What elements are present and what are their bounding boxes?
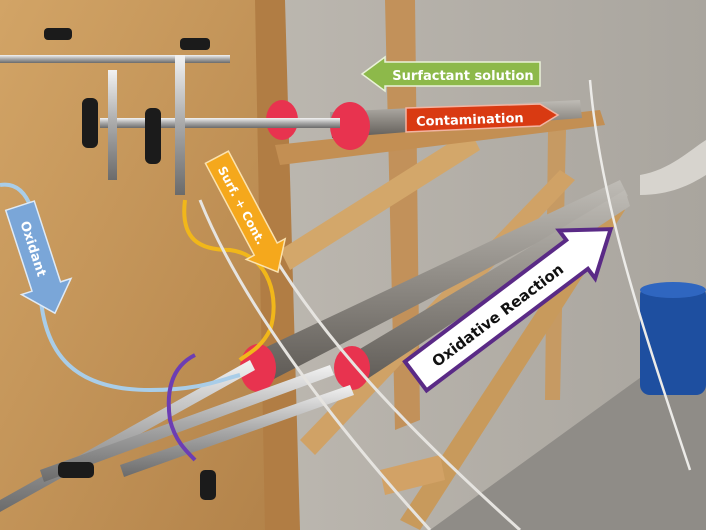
purple-tubing bbox=[166, 353, 197, 462]
wooden-brace bbox=[280, 130, 480, 270]
clear-tubing bbox=[588, 79, 692, 471]
blue-drum bbox=[640, 285, 706, 395]
drum-lid bbox=[640, 282, 706, 298]
lower-column bbox=[350, 190, 630, 385]
steel-pipe bbox=[120, 385, 354, 477]
middle-column bbox=[260, 180, 628, 380]
yellow-tubing bbox=[182, 199, 276, 362]
valve-handle bbox=[58, 462, 94, 478]
contamination-arrow-shape bbox=[405, 103, 560, 133]
floor bbox=[430, 330, 706, 530]
valve-knob bbox=[44, 28, 72, 40]
surfactant-arrow: Surfactant solution bbox=[360, 55, 541, 93]
flexible-duct bbox=[640, 140, 706, 195]
surf-cont-arrow-shape bbox=[204, 150, 287, 274]
steel-pipe bbox=[40, 365, 334, 482]
steel-pipe bbox=[0, 55, 230, 63]
steel-pipe bbox=[100, 118, 340, 128]
surfactant-label: Surfactant solution bbox=[392, 69, 533, 84]
oxidative-arrow-shape bbox=[402, 227, 614, 394]
clear-tubing bbox=[198, 199, 432, 530]
surfactant-arrow-shape bbox=[360, 55, 541, 93]
clear-tubing bbox=[268, 249, 522, 530]
valve-handle bbox=[145, 108, 161, 164]
contamination-label: Contamination bbox=[416, 111, 524, 130]
valve-knob bbox=[180, 38, 210, 50]
valve-handle bbox=[200, 470, 216, 500]
steel-pipe bbox=[175, 55, 185, 195]
wooden-shelf bbox=[380, 455, 445, 495]
valve-handle bbox=[82, 98, 98, 148]
column-cap bbox=[334, 346, 370, 390]
oxidant-arrow-shape bbox=[4, 200, 73, 315]
steel-pipe bbox=[108, 70, 117, 180]
column-cap bbox=[330, 102, 370, 150]
contamination-arrow: Contamination bbox=[405, 103, 560, 133]
